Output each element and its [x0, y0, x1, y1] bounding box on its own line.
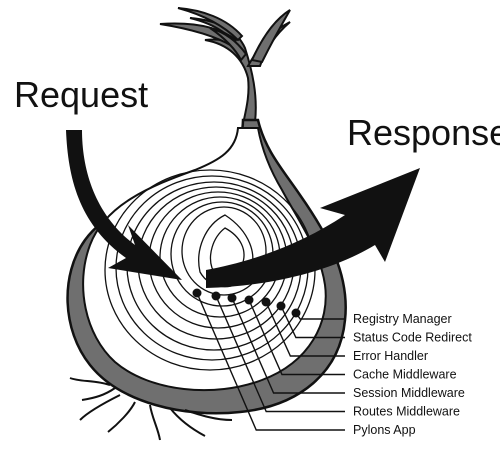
- layer-label: Status Code Redirect: [353, 331, 472, 345]
- layer-label: Routes Middleware: [353, 405, 460, 419]
- response-label: Response: [347, 112, 500, 153]
- response-arrow: [206, 168, 420, 288]
- layer-leader-line: [280, 305, 345, 339]
- layer-label: Error Handler: [353, 349, 428, 363]
- request-label: Request: [14, 74, 148, 115]
- layer-label: Pylons App: [353, 423, 416, 437]
- layer-label: Session Middleware: [353, 386, 465, 400]
- layer-leader-line: [295, 312, 345, 320]
- layer-label: Registry Manager: [353, 312, 452, 326]
- onion-roots: [69, 377, 233, 441]
- layer-leader-line: [248, 299, 345, 376]
- request-arrow: [66, 130, 182, 280]
- layer-leader-line: [265, 301, 345, 357]
- onion-cross-section: [82, 127, 327, 392]
- layer-leader-line: [231, 297, 345, 394]
- layer-leader-line: [196, 292, 345, 431]
- layer-leader-line: [215, 295, 345, 413]
- onion-stem: [159, 7, 291, 126]
- layer-label: Cache Middleware: [353, 368, 457, 382]
- layer-leaders: [192, 288, 345, 431]
